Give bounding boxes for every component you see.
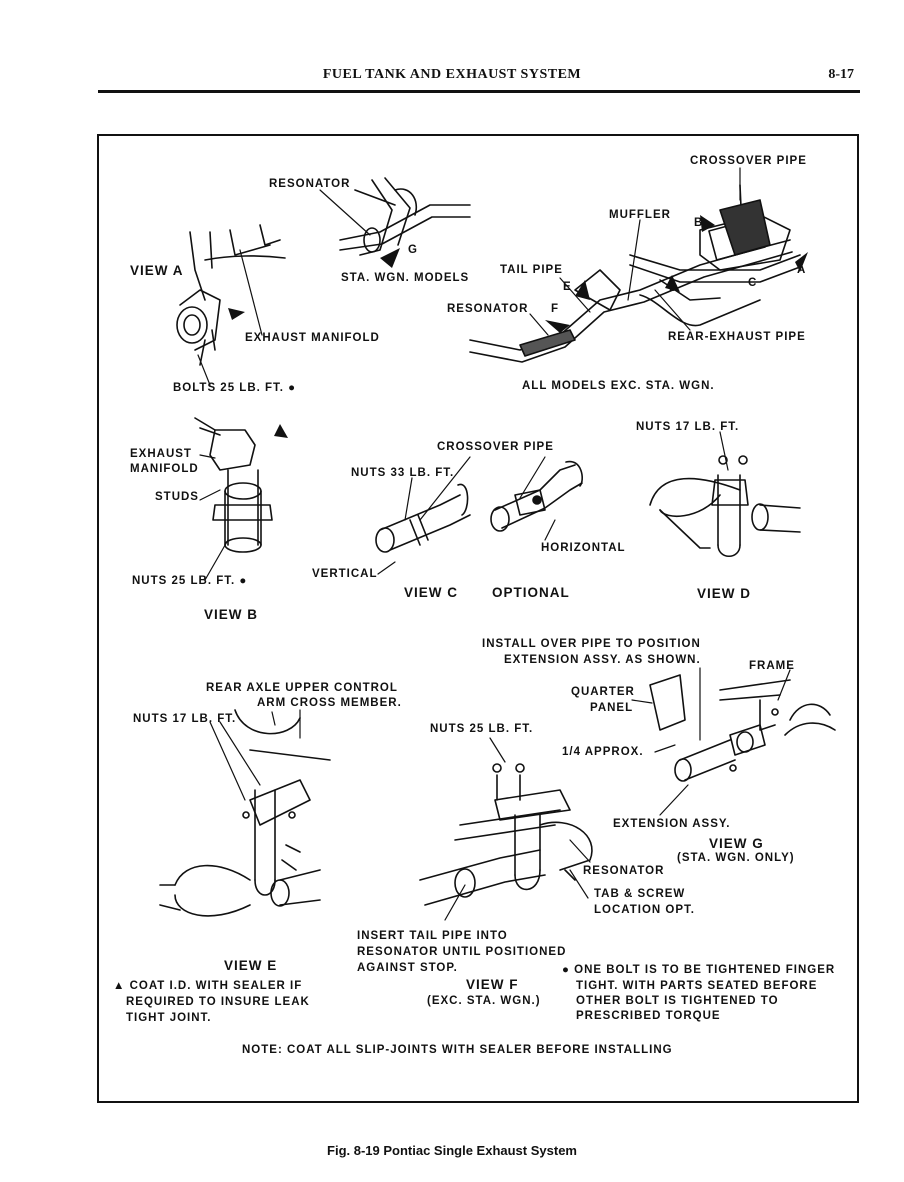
sta-wgn-resonator-drawing: [339, 177, 471, 256]
label-horizontal: HORIZONTAL: [541, 542, 626, 554]
header-rule: [98, 90, 860, 93]
label-crossover-pipe-c: CROSSOVER PIPE: [437, 441, 554, 453]
label-muffler: MUFFLER: [609, 209, 671, 221]
view-e-drawing: [159, 709, 331, 917]
label-nuts-17-e: NUTS 17 LB. FT.: [133, 713, 237, 725]
label-manifold-b: MANIFOLD: [130, 463, 199, 475]
label-tail-pipe: TAIL PIPE: [500, 264, 563, 276]
view-g-drawing: [649, 674, 836, 782]
label-view-d: VIEW D: [697, 586, 752, 601]
label-resonator-top: RESONATOR: [269, 178, 351, 190]
label-insert-2: RESONATOR UNTIL POSITIONED: [357, 946, 567, 958]
label-view-f: VIEW F: [466, 977, 519, 992]
label-nuts-17-d: NUTS 17 LB. FT.: [636, 421, 740, 433]
letter-g: G: [408, 244, 418, 256]
label-quarter-approx: 1/4 APPROX.: [562, 746, 644, 758]
label-rear-axle-2: ARM CROSS MEMBER.: [257, 697, 402, 709]
label-rear-axle-1: REAR AXLE UPPER CONTROL: [206, 682, 398, 694]
label-quarter: QUARTER: [571, 686, 635, 698]
label-exc-sta-wgn: (EXC. STA. WGN.): [427, 995, 541, 1007]
label-insert-1: INSERT TAIL PIPE INTO: [357, 930, 508, 942]
arrow-g: [380, 248, 400, 268]
page-number: 8-17: [828, 67, 854, 82]
label-exhaust-manifold-a: EXHAUST MANIFOLD: [245, 332, 380, 344]
view-b-drawing: [194, 417, 273, 553]
label-nuts-33: NUTS 33 LB. FT.: [351, 467, 455, 479]
label-bolt-4: PRESCRIBED TORQUE: [576, 1010, 721, 1022]
label-resonator-f: RESONATOR: [583, 865, 665, 877]
letter-a: A: [797, 264, 807, 276]
label-tab-screw: TAB & SCREW: [594, 888, 686, 900]
label-bolt-1: ● ONE BOLT IS TO BE TIGHTENED FINGER: [562, 964, 836, 976]
label-install-over-2: EXTENSION ASSY. AS SHOWN.: [504, 654, 701, 666]
label-install-over-1: INSTALL OVER PIPE TO POSITION: [482, 638, 701, 650]
label-location-opt: LOCATION OPT.: [594, 904, 695, 916]
label-view-e: VIEW E: [224, 958, 278, 973]
label-view-b: VIEW B: [204, 607, 259, 622]
label-insert-3: AGAINST STOP.: [357, 962, 458, 974]
figure-frame: [97, 134, 859, 1103]
view-d-drawing: [649, 455, 801, 558]
label-coat-3: TIGHT JOINT.: [126, 1012, 212, 1024]
view-c-drawing: [375, 460, 583, 553]
label-note: NOTE: COAT ALL SLIP-JOINTS WITH SEALER B…: [242, 1044, 673, 1056]
leader-lines: [197, 167, 791, 921]
label-panel: PANEL: [590, 702, 634, 714]
label-exhaust-b: EXHAUST: [130, 448, 192, 460]
label-sta-wgn-models: STA. WGN. MODELS: [341, 272, 470, 284]
letter-c: C: [748, 277, 758, 289]
label-view-g: VIEW G: [709, 836, 764, 851]
view-f-drawing: [419, 763, 593, 906]
label-view-c: VIEW C: [404, 585, 459, 600]
label-optional: OPTIONAL: [492, 585, 570, 600]
letter-b: B: [694, 217, 704, 229]
label-bolts-25: BOLTS 25 LB. FT. ●: [173, 382, 297, 394]
label-coat-1: ▲ COAT I.D. WITH SEALER IF: [113, 980, 303, 992]
label-view-a: VIEW A: [130, 263, 184, 278]
label-vertical: VERTICAL: [312, 568, 378, 580]
direction-arrows: [545, 215, 808, 333]
label-rear-exhaust-pipe: REAR-EXHAUST PIPE: [668, 331, 806, 343]
label-coat-2: REQUIRED TO INSURE LEAK: [126, 996, 310, 1008]
letter-d: D: [669, 282, 679, 294]
label-extension-assy: EXTENSION ASSY.: [613, 818, 731, 830]
label-crossover-pipe-top: CROSSOVER PIPE: [690, 155, 807, 167]
label-resonator-mid: RESONATOR: [447, 303, 529, 315]
page-header-title: FUEL TANK AND EXHAUST SYSTEM: [322, 67, 582, 82]
letter-f: F: [551, 303, 560, 315]
view-a-drawing: [176, 224, 286, 366]
label-bolt-3: OTHER BOLT IS TIGHTENED TO: [576, 995, 779, 1007]
label-all-models: ALL MODELS EXC. STA. WGN.: [522, 380, 715, 392]
figure-caption: Fig. 8-19 Pontiac Single Exhaust System: [327, 1143, 577, 1158]
label-studs: STUDS: [155, 491, 199, 503]
label-nuts-25-f: NUTS 25 LB. FT.: [430, 723, 534, 735]
main-exhaust-drawing: [469, 184, 801, 363]
label-sta-wgn-only: (STA. WGN. ONLY): [677, 852, 795, 864]
letter-e: E: [563, 281, 572, 293]
label-frame: FRAME: [749, 660, 795, 672]
label-nuts-25-b: NUTS 25 LB. FT. ●: [132, 575, 248, 587]
label-bolt-2: TIGHT. WITH PARTS SEATED BEFORE: [576, 980, 818, 992]
